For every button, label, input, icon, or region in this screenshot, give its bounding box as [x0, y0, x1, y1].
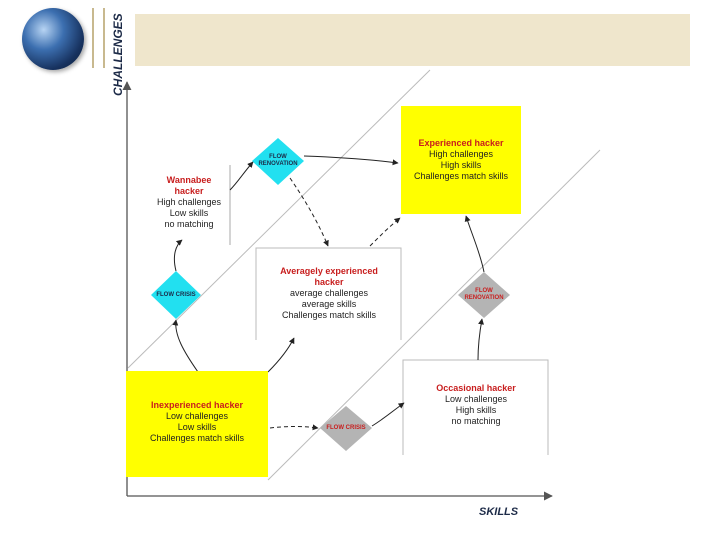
averagely-box-edge	[255, 247, 402, 340]
flow-renovation-top-line-1: FLOW	[269, 154, 287, 160]
world-map-banner	[135, 14, 690, 66]
averagely-experienced-line-1: average challenges	[289, 288, 369, 298]
inexperienced-hacker-line-2: Low skills	[177, 422, 217, 432]
inexperienced-hacker-line-3: Challenges match skills	[149, 433, 245, 443]
arrow-inexperienced-to-crisis	[172, 319, 199, 373]
arrow-inexperienced-to-averagely	[267, 337, 295, 373]
occasional-hacker-line-3: no matching	[451, 416, 501, 426]
diagonal-lower	[267, 149, 601, 481]
dashed-averagely-to-experienced	[369, 217, 401, 247]
flow-crisis-bottom-line-1: FLOW CRISIS	[326, 425, 366, 431]
experienced-hacker-box: Experienced hacker High challenges High …	[401, 106, 521, 214]
arrow-crisis-to-occasional	[371, 402, 405, 427]
header-divider	[92, 8, 105, 68]
flow-renovation-right-diamond	[458, 272, 510, 318]
wannabee-hacker-line-3: no matching	[164, 219, 214, 229]
inexperienced-hacker-line-1: Low challenges	[165, 411, 229, 421]
occasional-hacker-title: Occasional hacker	[436, 383, 516, 393]
averagely-experienced-title-2: hacker	[314, 277, 344, 287]
wannabee-hacker-box: Wannabee hacker High challenges Low skil…	[147, 175, 231, 230]
averagely-experienced-box: Averagely experienced hacker average cha…	[258, 266, 400, 321]
flow-renovation-right-line-2: RENOVATION	[464, 295, 504, 301]
flow-renovation-top-diamond	[252, 138, 304, 185]
dashed-renovation-to-averagely	[289, 177, 329, 247]
flow-crisis-left-diamond	[151, 271, 201, 319]
occasional-hacker-line-2: High skills	[455, 405, 497, 415]
averagely-experienced-line-3: Challenges match skills	[281, 310, 377, 320]
experienced-hacker-line-1: High challenges	[428, 149, 494, 159]
flow-renovation-top-line-2: RENOVATION	[258, 161, 298, 167]
arrow-wannabee-to-renovation	[229, 161, 254, 191]
experienced-hacker-line-2: High skills	[440, 160, 482, 170]
wannabee-hacker-line-2: Low skills	[169, 208, 209, 218]
wannabee-hacker-title-1: Wannabee	[166, 175, 212, 185]
arrow-renovation-to-experienced-right	[464, 215, 485, 273]
wannabee-hacker-line-1: High challenges	[156, 197, 222, 207]
arrow-occasional-to-renovation	[477, 318, 484, 361]
arrow-renovation-to-experienced	[303, 155, 399, 166]
inexperienced-hacker-box: Inexperienced hacker Low challenges Low …	[126, 371, 268, 477]
arrow-crisis-to-wannabee	[173, 239, 183, 272]
x-axis-label: SKILLS	[479, 506, 519, 518]
flow-renovation-right-label: FLOW RENOVATION	[456, 288, 512, 302]
y-axis-label: CHALLENGES	[111, 13, 125, 96]
experienced-hacker-title: Experienced hacker	[418, 138, 504, 148]
averagely-experienced-line-2: average skills	[301, 299, 357, 309]
inexperienced-hacker-title: Inexperienced hacker	[150, 400, 244, 410]
flow-crisis-bottom-diamond	[320, 406, 372, 451]
experienced-hacker-line-3: Challenges match skills	[413, 171, 509, 181]
flow-renovation-top-label: FLOW RENOVATION	[252, 154, 304, 168]
flow-crisis-bottom-label: FLOW CRISIS	[318, 425, 374, 432]
occasional-hacker-box: Occasional hacker Low challenges High sk…	[406, 383, 546, 427]
diagonal-upper	[127, 69, 431, 369]
globe-logo	[22, 8, 84, 70]
dashed-inexperienced-to-crisis	[269, 424, 319, 431]
flow-crisis-left-line-1: FLOW CRISIS	[156, 292, 196, 298]
flow-crisis-left-label: FLOW CRISIS	[148, 292, 204, 299]
occasional-hacker-line-1: Low challenges	[444, 394, 508, 404]
averagely-experienced-title-1: Averagely experienced	[280, 266, 378, 276]
wannabee-hacker-title-2: hacker	[174, 186, 204, 196]
flow-renovation-right-line-1: FLOW	[475, 288, 493, 294]
